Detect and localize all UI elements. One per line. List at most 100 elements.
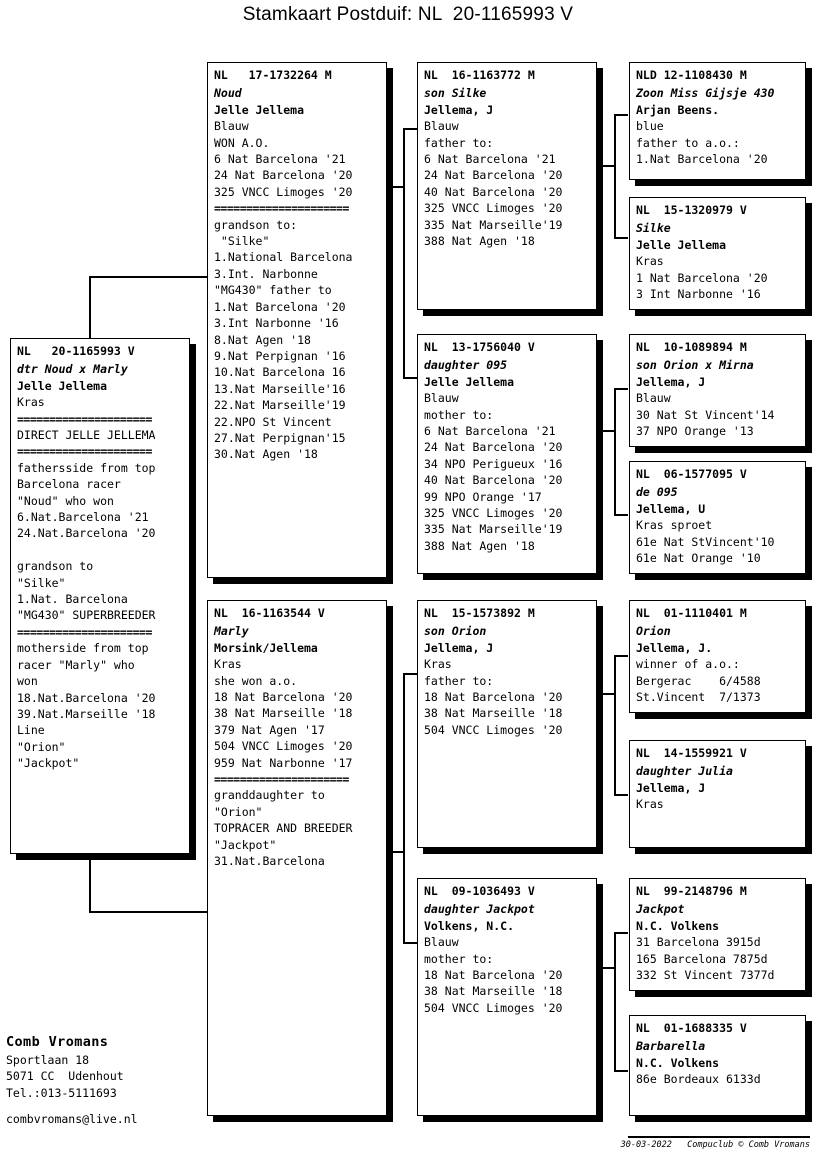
pedigree-line: 34 NPO Perigueux '16 [424,456,563,471]
connector-father-stub [386,186,404,188]
pedigree-line: 38 Nat Marseille '18 [424,984,563,999]
pedigree-line: 959 Nat Narbonne '17 [214,755,353,770]
connector-mf-stub [597,693,615,695]
pedigree-line: Silke [636,221,671,236]
pedigree-line: blue [636,119,664,134]
pedigree-line: 22.NPO St Vincent [214,414,332,429]
pedigree-line: "Jackpot" [214,837,277,852]
pedigree-box-fm-mother[interactable]: NL 06-1577095 V de 095 Jellema, U Kras s… [629,461,806,574]
pedigree-line: Kras [424,657,452,672]
connector-ff-to-fff [614,114,628,116]
pedigree-line: son Silke [424,86,487,101]
connector-mother-stub [386,851,404,853]
owner-footer: Comb Vromans Sportlaan 18 5071 CC Udenho… [6,1032,266,1128]
pedigree-box-ff-mother[interactable]: NL 15-1320979 V Silke Jelle Jellema Kras… [629,197,806,310]
pedigree-line: 325 VNCC Limoges '20 [424,201,563,216]
pedigree-box-mother-father[interactable]: NL 15-1573892 M son Orion Jellema, J Kra… [417,600,597,848]
pedigree-line: Jellema, J [424,640,494,655]
pedigree-line: de 095 [636,485,678,500]
pedigree-line: N.C. Volkens [636,918,720,933]
connector-mother-to-mf [403,673,417,675]
pedigree-line: St.Vincent 7/1373 [636,690,761,705]
connector-mf-to-mfm [614,794,628,796]
pedigree-line: Jellema, J [636,374,706,389]
connector-ff-bracket [614,114,616,238]
pedigree-line: mother to: [424,951,494,966]
pedigree-line: N.C. Volkens [636,1055,720,1070]
pedigree-box-mm-father[interactable]: NL 99-2148796 M Jackpot N.C. Volkens 31 … [629,878,806,991]
pedigree-line: 38 Nat Marseille '18 [214,706,353,721]
pedigree-box-subject[interactable]: NL 20-1165993 V dtr Noud x Marly Jelle J… [10,338,190,854]
copyright-line: 30-03-2022 Compuclub © Comb Vromans [620,1140,810,1150]
pedigree-line: she won a.o. [214,673,298,688]
pedigree-line: 61e Nat StVincent'10 [636,534,775,549]
pedigree-line: 24 Nat Barcelona '20 [424,440,563,455]
pedigree-line: Line [17,723,45,738]
connector-mm-to-mmf [614,932,628,934]
pedigree-box-father-mother[interactable]: NL 13-1756040 V daughter 095 Jelle Jelle… [417,334,597,574]
pedigree-line: 3 Int Narbonne '16 [636,287,761,302]
footer-divider [628,1136,810,1138]
pedigree-line: motherside from top [17,641,149,656]
pedigree-line: "Silke" [17,575,66,590]
owner-phone: Tel.:013-5111693 [6,1085,117,1100]
ring-number: NL 17-1732264 M [214,68,332,82]
pedigree-box-mf-mother[interactable]: NL 14-1559921 V daughter Julia Jellema, … [629,740,806,848]
connector-father-to-fm [403,377,417,379]
pedigree-box-father[interactable]: NL 17-1732264 M Noud Jelle Jellema Blauw… [207,62,387,578]
pedigree-line: father to: [424,135,494,150]
pedigree-line: Barbarella [636,1039,706,1054]
pedigree-box-father-father[interactable]: NL 16-1163772 M son Silke Jellema, J Bla… [417,62,597,310]
pedigree-line: 504 VNCC Limoges '20 [424,722,563,737]
pedigree-line: 335 Nat Marseille'19 [424,522,563,537]
owner-name: Comb Vromans [6,1034,109,1050]
owner-email: combvromans@live.nl [6,1112,138,1127]
pedigree-line: 24.Nat.Barcelona '20 [17,526,156,541]
pedigree-line: 1 Nat Barcelona '20 [636,270,768,285]
owner-address-line2: 5071 CC Udenhout [6,1069,124,1084]
pedigree-box-mother-mother[interactable]: NL 09-1036493 V daughter Jackpot Volkens… [417,878,597,1116]
pedigree-line: "MG430" father to [214,283,332,298]
pedigree-line: "Silke" [214,234,270,249]
ring-number: NL 20-1165993 V [17,344,135,358]
connector-mf-bracket [614,655,616,795]
pedigree-line: 27.Nat Perpignan'15 [214,430,346,445]
page-title: Stamkaart Postduif: NL 20-1165993 V [242,4,574,25]
pedigree-line: 6.Nat.Barcelona '21 [17,510,149,525]
pedigree-box-mm-mother[interactable]: NL 01-1688335 V Barbarella N.C. Volkens … [629,1015,806,1116]
pedigree-line: fathersside from top [17,460,156,475]
connector-fm-bracket [614,388,616,515]
pedigree-line: 24 Nat Barcelona '20 [424,168,563,183]
pedigree-line: 61e Nat Orange '10 [636,551,761,566]
connector-father-to-ff [403,128,417,130]
pedigree-line: "Noud" who won [17,493,114,508]
pedigree-line: Volkens, N.C. [424,918,515,933]
pedigree-box-mf-father[interactable]: NL 01-1110401 M Orion Jellema, J. winner… [629,600,806,713]
pedigree-line: ===================== [17,444,152,459]
pedigree-box-ff-father[interactable]: NLD 12-1108430 M Zoon Miss Gijsje 430 Ar… [629,62,806,180]
pedigree-line: Jelle Jellema [636,237,727,252]
pedigree-line: mother to: [424,407,494,422]
connector-subject-mother-vertical [89,849,91,912]
pedigree-line: 38 Nat Marseille '18 [424,706,563,721]
pedigree-line [17,542,189,558]
pedigree-box-fm-father[interactable]: NL 10-1089894 M son Orion x Mirna Jellem… [629,334,806,447]
pedigree-line: 13.Nat Marseille'16 [214,381,346,396]
ring-number: NL 14-1559921 V [636,746,747,760]
pedigree-line: 165 Barcelona 7875d [636,951,768,966]
pedigree-box-mother[interactable]: NL 16-1163544 V Marly Morsink/Jellema Kr… [207,600,387,1116]
pedigree-line: 40 Nat Barcelona '20 [424,473,563,488]
pedigree-line: daughter Jackpot [424,902,535,917]
pedigree-line: ===================== [17,624,152,639]
connector-mf-to-mff [614,655,628,657]
connector-mm-bracket [614,932,616,1071]
pedigree-line: 3.Int Narbonne '16 [214,316,339,331]
pedigree-line: 1.Nat Barcelona '20 [214,299,346,314]
ring-number: NL 01-1110401 M [636,606,747,620]
pedigree-line: son Orion [424,624,487,639]
pedigree-line: 22.Nat Marseille'19 [214,398,346,413]
ring-number: NL 13-1756040 V [424,340,535,354]
ring-number: NL 01-1688335 V [636,1021,747,1035]
pedigree-line: won [17,674,38,689]
